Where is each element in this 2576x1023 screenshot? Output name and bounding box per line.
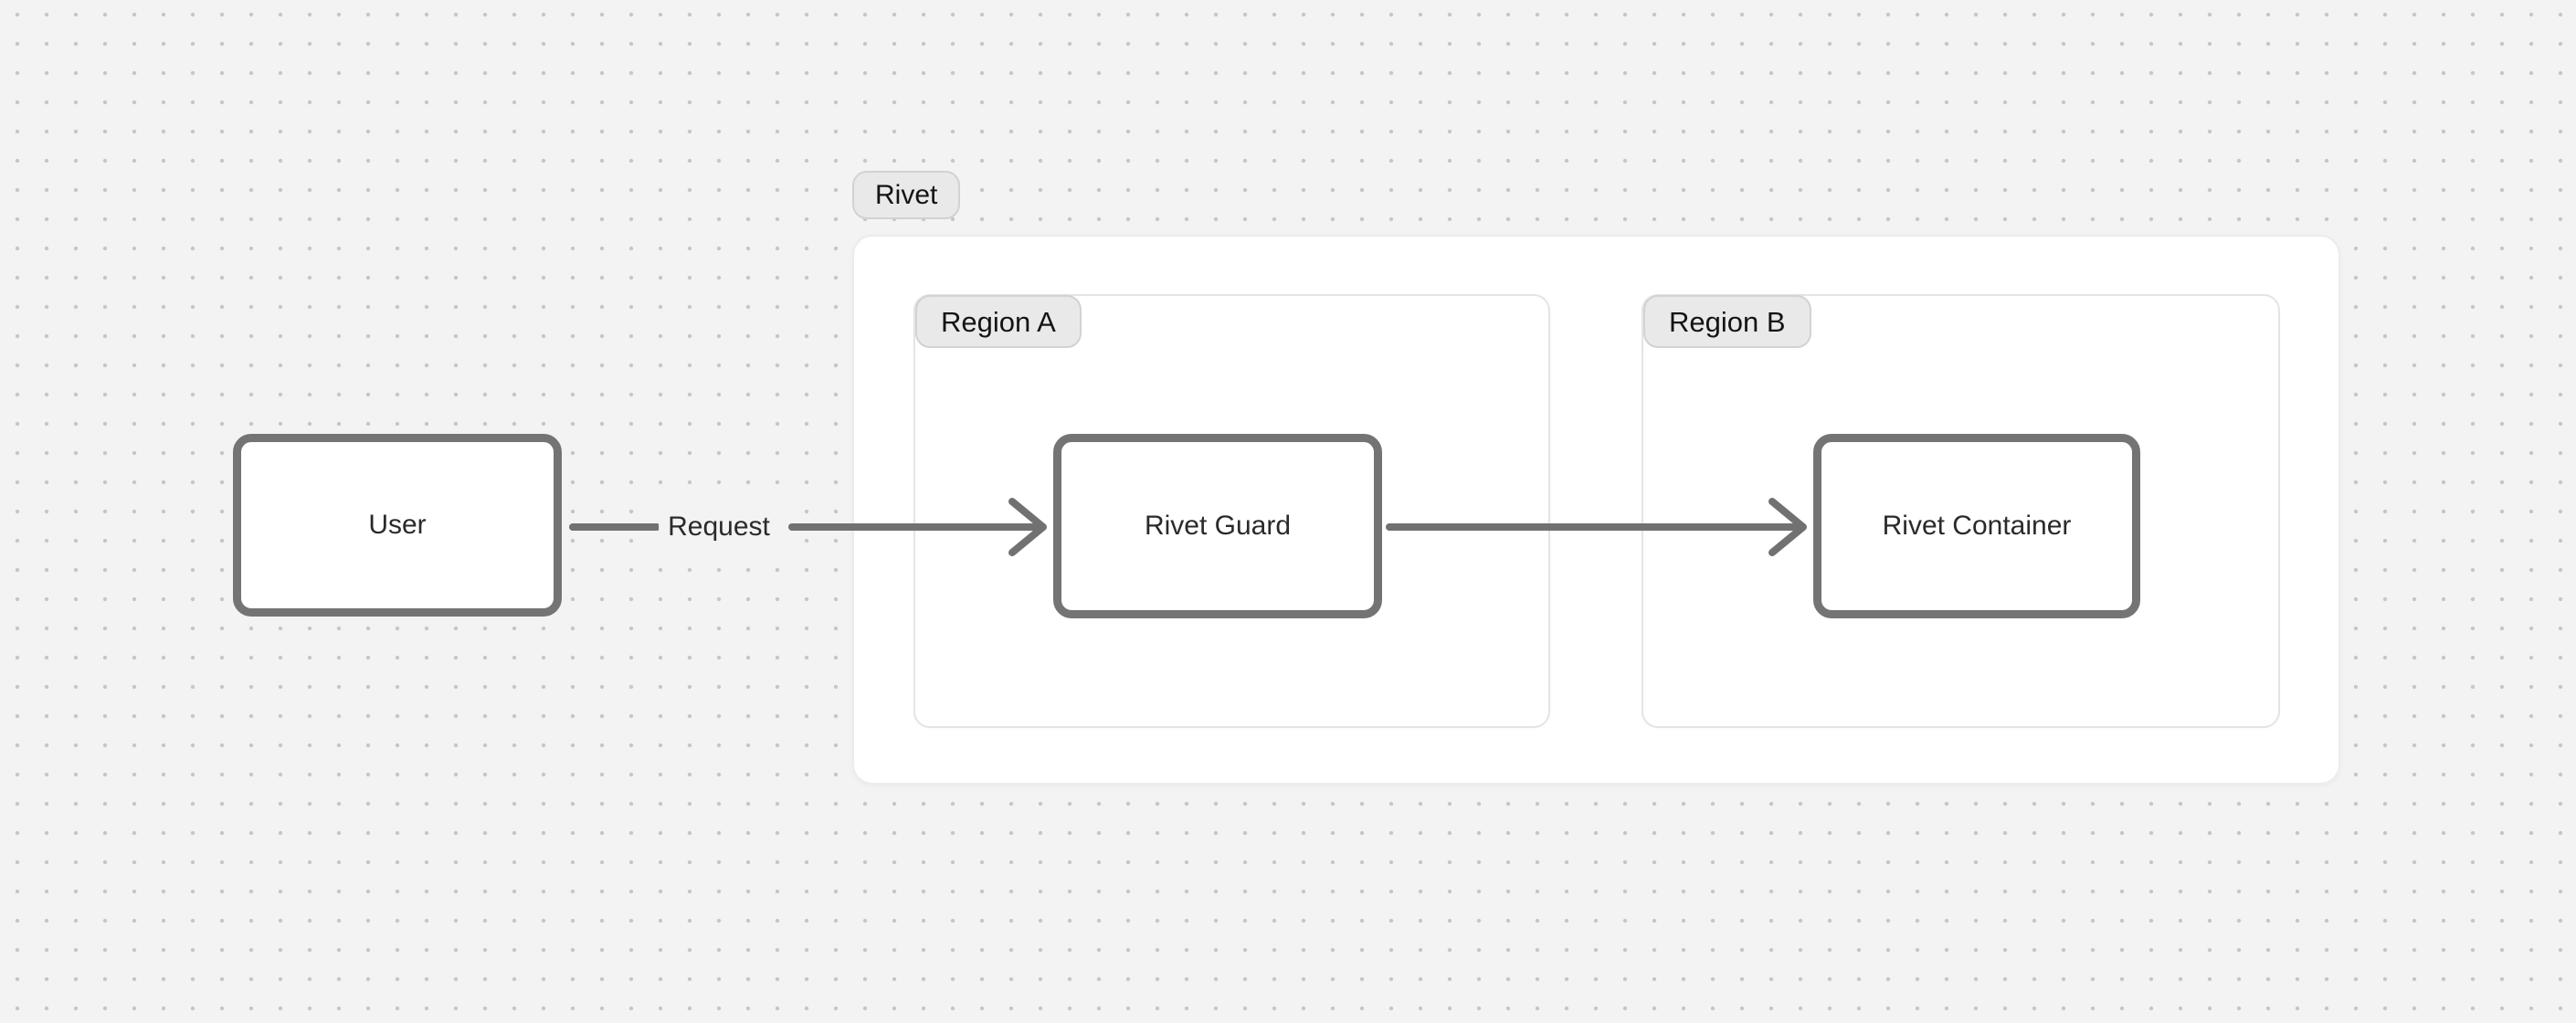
node-rivet-container-label: Rivet Container bbox=[1882, 511, 2072, 541]
node-user: User bbox=[233, 434, 562, 617]
frame-rivet-label: Rivet bbox=[852, 171, 961, 219]
node-rivet-guard-label: Rivet Guard bbox=[1144, 511, 1292, 541]
frame-region-a-label: Region A bbox=[915, 295, 1082, 348]
node-rivet-container: Rivet Container bbox=[1813, 434, 2140, 618]
node-user-label: User bbox=[368, 510, 427, 540]
frame-region-b-label: Region B bbox=[1643, 295, 1811, 348]
edge-label-request: Request bbox=[659, 508, 779, 546]
node-rivet-guard: Rivet Guard bbox=[1053, 434, 1382, 618]
